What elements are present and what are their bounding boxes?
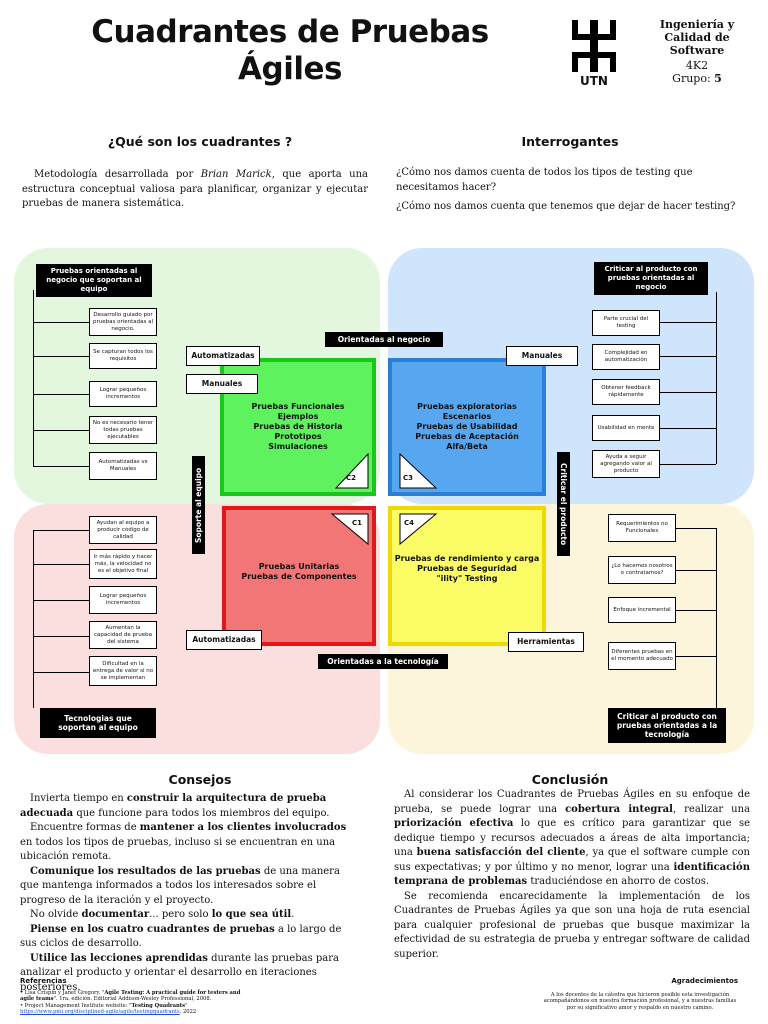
intro-text: Metodología desarrollada por Brian Maric… <box>22 169 369 209</box>
c2-marker <box>334 452 369 489</box>
tips-heading: Consejos <box>168 772 232 787</box>
tag-manuales-left: Manuales <box>186 374 258 394</box>
utn-logo: UTN <box>568 20 620 92</box>
list-item: No es necesario tener todas pruebas ejec… <box>89 416 157 444</box>
tips-text: Invierta tiempo en construir la arquitec… <box>20 793 347 993</box>
c2-label: C2 <box>346 474 357 482</box>
axis-left-label: Soporte al equipo <box>192 456 205 554</box>
list-item: Aumentan la capacidad de prueba del sist… <box>89 621 157 649</box>
logo-text: UTN <box>580 74 608 88</box>
top-right-title: Criticar al producto con pruebas orienta… <box>594 262 708 295</box>
top-left-title: Pruebas orientadas al negocio que soport… <box>36 264 152 297</box>
thanks-text: A los docentes de la cátedra que hiciero… <box>543 992 737 1011</box>
list-item: Enfoque incremental <box>608 597 676 623</box>
bottom-left-title: Tecnologias que soportan al equipo <box>40 708 156 738</box>
axis-right-label: Criticar el producto <box>557 452 570 556</box>
question-1: ¿Cómo nos damos cuenta de todos los tipo… <box>396 167 693 193</box>
axis-bottom-label: Orientadas a la tecnología <box>318 654 448 669</box>
list-item: Automatizadas vs Manuales <box>89 452 157 480</box>
list-item: Desarrollo guiado por pruebas orientadas… <box>89 308 157 336</box>
intro-heading: ¿Qué son los cuadrantes ? <box>107 134 293 149</box>
c4-label: C4 <box>404 519 415 527</box>
tag-herramientas: Herramientas <box>508 632 584 652</box>
group-info: Grupo: 5 <box>672 72 722 85</box>
c3-label: C3 <box>403 474 414 482</box>
conclusion-heading: Conclusión <box>531 772 609 787</box>
list-item: Ayudan al equipo a producir código de ca… <box>89 516 157 544</box>
poster-title: Cuadrantes de Pruebas Ágiles <box>91 14 489 87</box>
list-item: Obtener feedback rápidamente <box>592 379 660 405</box>
question-2: ¿Cómo nos damos cuenta que tenemos que d… <box>396 201 736 212</box>
tag-manuales-right: Manuales <box>506 346 578 366</box>
list-item: ¿Lo hacemos nosotros o contratamos? <box>608 556 676 584</box>
list-item: Ir más rápido y hacer más, la velocidad … <box>89 549 157 579</box>
list-item: Dificultad en la entrega de valor si no … <box>89 656 157 686</box>
references-heading: Referencias <box>20 977 67 985</box>
bottom-right-title: Criticar al producto con pruebas orienta… <box>608 708 726 743</box>
questions-heading: Interrogantes <box>521 134 619 149</box>
tag-automatizadas-bottom: Automatizadas <box>186 630 262 650</box>
reference-link[interactable]: https://www.pmi.org/disciplined-agile/ag… <box>20 1009 180 1016</box>
conclusion-text: Al considerar los Cuadrantes de Pruebas … <box>394 789 751 960</box>
c4-marker <box>399 513 438 546</box>
list-item: Ayuda a seguir agregando valor al produc… <box>592 450 660 478</box>
list-item: Complejidad en automatización <box>592 344 660 370</box>
c3-marker <box>399 452 438 489</box>
references-list: • Lisa Crispin y Janet Gregory. "Agile T… <box>20 990 241 1016</box>
list-item: Requerimientos no Funcionales <box>608 514 676 542</box>
list-item: Diferentes pruebas en el momento adecuad… <box>608 642 676 670</box>
utn-emblem-icon <box>572 20 616 72</box>
list-item: Usabilidad en mente <box>592 415 660 441</box>
list-item: Lograr pequeños incrementos <box>89 381 157 407</box>
course-code: 4K2 <box>685 59 709 72</box>
list-item: Lograr pequeños incrementos <box>89 586 157 614</box>
axis-top-label: Orientadas al negocio <box>325 332 443 347</box>
c1-marker <box>330 513 369 546</box>
thanks-heading: Agradecimientos <box>671 977 738 985</box>
c1-label: C1 <box>352 519 363 527</box>
tag-automatizadas-top: Automatizadas <box>186 346 260 366</box>
list-item: Se capturan todos los requisitos <box>89 343 157 369</box>
course-info: Ingeniería y Calidad de Software 4K2 Gru… <box>644 18 750 85</box>
list-item: Parte crucial del testing <box>592 310 660 336</box>
